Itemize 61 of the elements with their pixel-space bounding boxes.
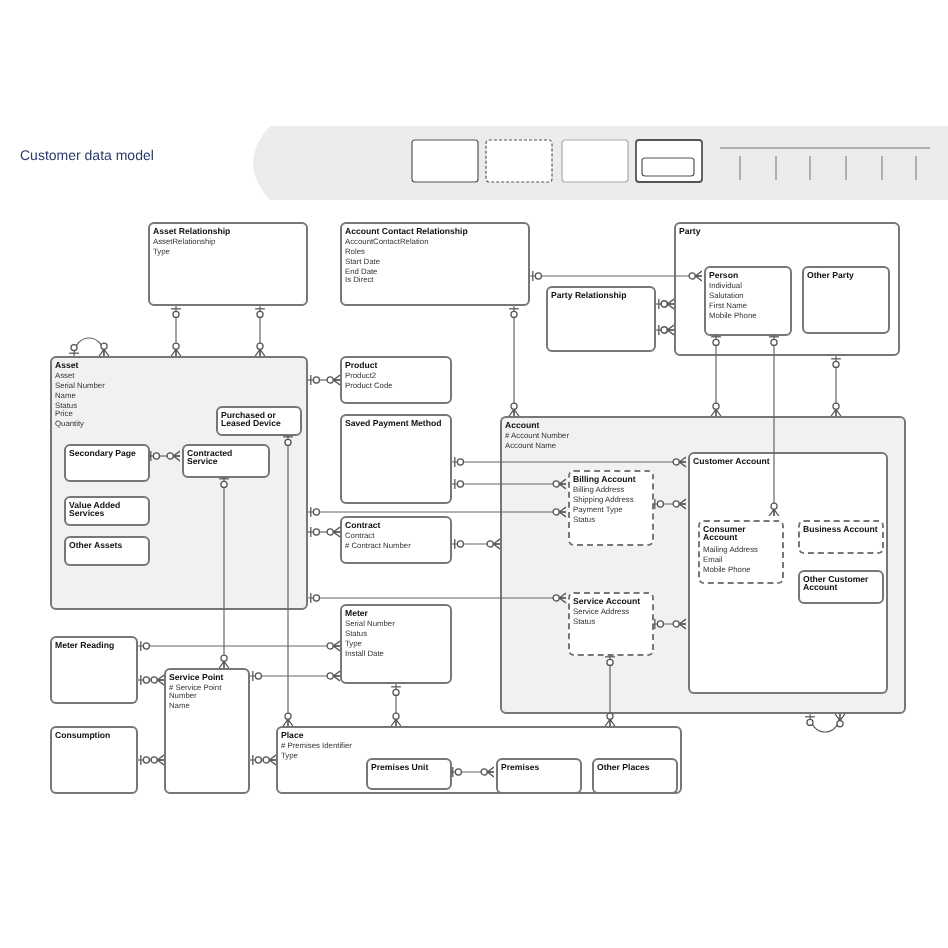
relationship-line — [508, 305, 520, 417]
dashed-entity-box — [798, 520, 884, 554]
relationship-line — [282, 433, 294, 727]
entity-box — [182, 444, 270, 478]
relationship-line — [249, 754, 277, 766]
relationship-line — [651, 498, 687, 510]
relationship-line — [68, 337, 110, 358]
relationship-line — [147, 450, 181, 462]
entity-box — [64, 536, 150, 566]
relationship-line — [451, 538, 501, 550]
relationship-line — [651, 618, 687, 630]
entity-box — [216, 406, 302, 436]
relationship-line — [768, 333, 780, 517]
relationship-line — [137, 674, 165, 686]
entity-box — [340, 604, 452, 684]
entity-box — [592, 758, 678, 794]
relationship-line — [307, 592, 567, 604]
relationship-line — [249, 670, 341, 682]
entity-group-box — [500, 416, 906, 714]
entity-box — [50, 636, 138, 704]
relationship-line — [218, 475, 230, 669]
entity-box — [496, 758, 582, 794]
entity-box — [798, 570, 884, 604]
relationship-line — [604, 653, 616, 727]
entity-box — [704, 266, 792, 336]
dashed-entity-box — [568, 470, 654, 546]
entity-box — [802, 266, 890, 334]
dashed-entity-box — [568, 592, 654, 656]
entity-box — [674, 222, 900, 356]
entity-box — [340, 414, 452, 504]
relationship-line — [655, 324, 675, 336]
relationship-line — [710, 333, 722, 417]
relationship-line — [451, 478, 567, 490]
relationship-line — [390, 683, 402, 727]
entity-box — [546, 286, 656, 352]
relationship-line — [529, 270, 703, 282]
relationship-line — [170, 305, 182, 357]
entity-box — [688, 452, 888, 694]
entity-box — [148, 222, 308, 306]
entity-box — [276, 726, 682, 794]
relationship-line — [449, 766, 495, 778]
entity-box — [164, 668, 250, 794]
relationship-line — [307, 526, 341, 538]
entity-box — [340, 516, 452, 564]
entity-box — [366, 758, 452, 790]
entity-box — [340, 222, 530, 306]
entity-box — [340, 356, 452, 404]
entity-box — [64, 496, 150, 526]
entity-group-box — [50, 356, 308, 610]
relationship-line — [655, 298, 675, 310]
relationship-line — [830, 355, 842, 417]
relationship-line — [804, 712, 846, 733]
dashed-entity-box — [698, 520, 784, 584]
entity-box — [64, 444, 150, 482]
relationship-line — [137, 754, 165, 766]
relationship-line — [254, 305, 266, 357]
relationship-line — [451, 456, 687, 468]
relationship-line — [307, 374, 341, 386]
relationship-line — [307, 506, 567, 518]
relationship-line — [137, 640, 341, 652]
entity-box — [50, 726, 138, 794]
